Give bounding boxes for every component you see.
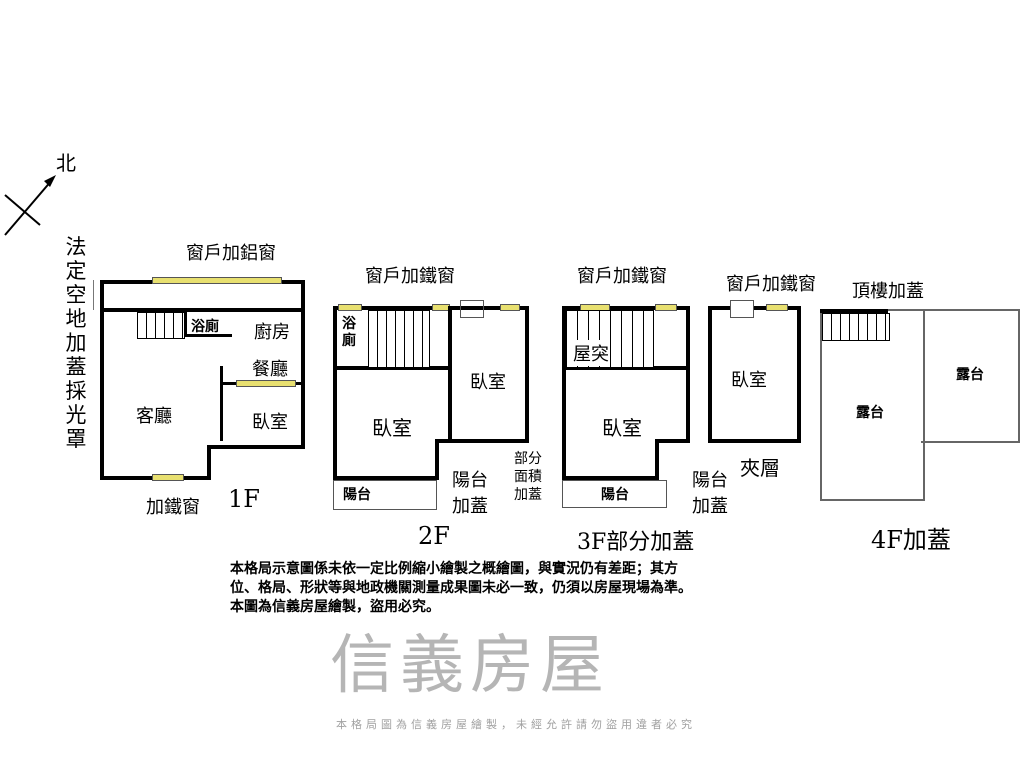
- floor-title-3f: 3F部分加蓋: [577, 530, 695, 555]
- room-roof-3f: 屋突: [573, 340, 609, 366]
- disclaimer-line: 本圖為信義房屋繪製，盜用必究。: [230, 599, 440, 615]
- side-note-1f: 法定空地加蓋採光罩: [65, 235, 87, 451]
- floor-title-4f: 4F加蓋: [871, 526, 951, 554]
- room-kitchen-1f: 廚房: [254, 322, 290, 343]
- disclaimer-line: 本格局示意圖係未依一定比例縮小繪製之概繪圖，與實況仍有差距；其方: [230, 561, 678, 577]
- stairs-2f: [368, 310, 430, 368]
- balcony-note-2f: 陽台加蓋: [452, 470, 488, 517]
- window-label-mezz: 窗戶加鐵窗: [726, 274, 816, 295]
- floor-title-2f: 2F: [418, 522, 450, 550]
- room-bedroom-2f-b: 臥室: [372, 416, 412, 440]
- floor-title-1f: 1F: [228, 485, 260, 513]
- window-1f-bottom: [152, 474, 184, 481]
- terrace-4f-a: 露台: [856, 405, 884, 421]
- compass: 北: [0, 145, 90, 245]
- watermark-logo: 信義房屋: [330, 629, 610, 703]
- room-bedroom-mezz: 臥室: [731, 370, 767, 391]
- window-1f-top: [152, 277, 282, 284]
- room-bath-2f: 浴廁: [342, 316, 356, 349]
- balcony-note-3f: 陽台加蓋: [692, 470, 728, 517]
- room-living-1f: 客廳: [136, 406, 172, 427]
- partial-note-3f: 部分面積加蓋: [514, 451, 542, 503]
- balcony-3f: 陽台: [601, 487, 629, 503]
- room-bath-1f: 浴廁: [191, 319, 219, 335]
- stairs-1f: [137, 312, 185, 339]
- north-arrow-icon: [4, 175, 56, 236]
- watermark-text: 本格局圖為信義房屋繪製，未經允許請勿盜用違者必究: [336, 718, 696, 731]
- room-bedroom-1f: 臥室: [252, 412, 288, 433]
- roof-note-4f: 頂樓加蓋: [852, 281, 924, 302]
- window-label-1f-bottom: 加鐵窗: [146, 497, 200, 518]
- disclaimer: 本格局示意圖係未依一定比例縮小繪製之概繪圖，與實況仍有差距；其方 位、格局、形狀…: [230, 560, 692, 617]
- terrace-4f-b: 露台: [956, 367, 984, 383]
- stairs-4f: [822, 313, 890, 341]
- room-bedroom-3f: 臥室: [602, 416, 642, 440]
- disclaimer-line: 位、格局、形狀等與地政機關測量成果圖未必一致，仍須以房屋現場為準。: [230, 580, 692, 596]
- window-label-3f: 窗戶加鐵窗: [577, 266, 667, 287]
- balcony-2f: 陽台: [343, 487, 371, 503]
- room-dining-1f: 餐廳: [252, 359, 288, 380]
- floor-title-mezz: 夾層: [740, 456, 780, 480]
- window-label-2f: 窗戶加鐵窗: [365, 266, 455, 287]
- north-label: 北: [56, 151, 76, 175]
- window-label-1f: 窗戶加鋁窗: [186, 243, 276, 264]
- room-bedroom-2f-a: 臥室: [470, 372, 506, 393]
